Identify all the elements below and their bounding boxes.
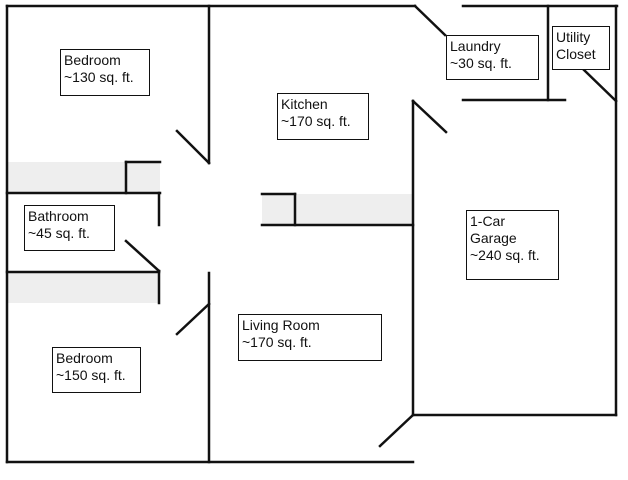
door-garage-kitchen: [411, 99, 448, 134]
room-name-2: Garage: [470, 230, 517, 246]
door-bedroom-1: [175, 129, 211, 165]
room-name: Laundry: [450, 38, 501, 54]
room-name-2: Closet: [556, 46, 596, 62]
room-area: ~170 sq. ft.: [242, 334, 312, 350]
kitchen-counter: [262, 194, 413, 225]
room-label-bedroom-1: Bedroom ~130 sq. ft.: [60, 49, 150, 96]
door-bathroom: [124, 239, 161, 273]
room-area: ~150 sq. ft.: [56, 367, 126, 383]
door-utility-closet: [582, 68, 618, 103]
room-label-kitchen: Kitchen ~170 sq. ft.: [277, 93, 369, 140]
room-area: ~45 sq. ft.: [28, 225, 90, 241]
door-bedroom-2: [175, 302, 211, 336]
room-name: Bathroom: [28, 208, 89, 224]
room-name: Bedroom: [64, 52, 121, 68]
walls: [5, 4, 619, 464]
room-area: ~30 sq. ft.: [450, 55, 512, 71]
closet-strip-bedroom-1: [8, 162, 126, 193]
room-name: Bedroom: [56, 350, 113, 366]
room-label-bathroom: Bathroom ~45 sq. ft.: [24, 205, 115, 251]
room-label-laundry: Laundry ~30 sq. ft.: [446, 35, 539, 80]
closet-strip-bedroom-2: [8, 273, 158, 303]
room-label-living-room: Living Room ~170 sq. ft.: [238, 314, 382, 361]
room-area: ~240 sq. ft.: [470, 247, 540, 263]
room-label-bedroom-2: Bedroom ~150 sq. ft.: [52, 347, 141, 393]
door-laundry: [413, 4, 447, 37]
closet-strip-bedroom-1-b: [126, 162, 160, 193]
room-name: 1-Car: [470, 213, 506, 229]
room-name: Utility: [556, 29, 591, 45]
room-area: ~130 sq. ft.: [64, 69, 134, 85]
room-name: Living Room: [242, 317, 320, 333]
door-front: [378, 413, 415, 448]
room-name: Kitchen: [281, 96, 328, 112]
room-label-utility-closet: Utility Closet: [552, 26, 610, 70]
room-area: ~170 sq. ft.: [281, 113, 351, 129]
room-label-garage: 1-Car Garage ~240 sq. ft.: [466, 210, 559, 280]
